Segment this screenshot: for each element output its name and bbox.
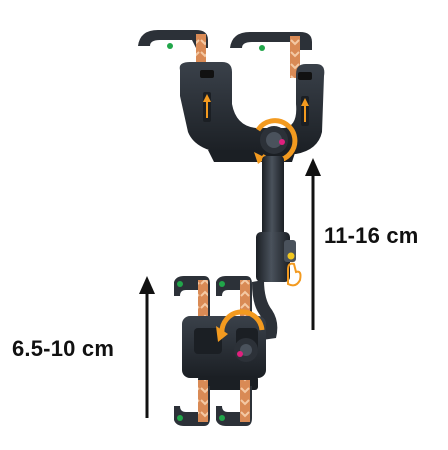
right-slide-slot bbox=[298, 72, 312, 80]
left-hook-marker bbox=[167, 43, 173, 49]
lower-right-marker bbox=[219, 415, 225, 421]
left-hook-grip-pad bbox=[196, 34, 206, 76]
right-hook-grip-pad bbox=[290, 36, 300, 78]
lower-clamp-range-label: 6.5-10 cm bbox=[12, 336, 115, 361]
upper-left-marker bbox=[177, 281, 183, 287]
upper-dimension-arrow bbox=[305, 158, 321, 330]
right-hook-marker bbox=[259, 45, 265, 51]
lower-dimension-arrow bbox=[139, 276, 155, 418]
arrow-up-icon bbox=[203, 92, 211, 122]
upper-clamp-range-label: 11-16 cm bbox=[324, 223, 419, 248]
lower-left-grip-pad bbox=[198, 380, 208, 422]
upper-right-marker bbox=[219, 281, 225, 287]
lower-right-grip-pad bbox=[240, 380, 250, 422]
lower-left-marker bbox=[177, 415, 183, 421]
upper-left-grip-pad bbox=[198, 280, 208, 328]
left-slide-slot bbox=[200, 70, 214, 78]
upper-right-grip-pad bbox=[240, 280, 250, 328]
arrow-up-icon bbox=[301, 96, 309, 126]
rotate-arrow-icon bbox=[219, 309, 265, 335]
lower-phone-clamp bbox=[174, 276, 266, 426]
lock-indicator bbox=[287, 252, 295, 260]
extension-pole bbox=[252, 156, 302, 340]
finger-press-icon bbox=[287, 262, 302, 287]
upper-clamp-body bbox=[179, 62, 325, 154]
